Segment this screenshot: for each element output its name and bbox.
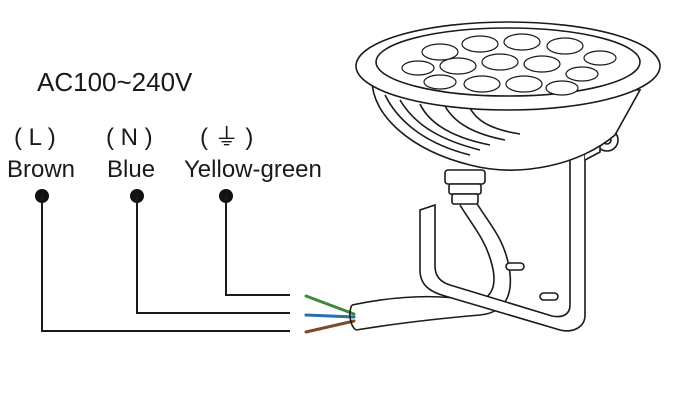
cable-gland <box>444 169 486 205</box>
wire-name-yellow-green: Yellow-green <box>184 156 322 183</box>
bracket-slot-top <box>505 262 525 271</box>
line-yellow-green <box>225 196 290 296</box>
wire-end-brown <box>304 319 356 334</box>
wire-end-blue <box>304 313 356 319</box>
wire-name-brown: Brown <box>7 156 75 183</box>
bracket-slot-bottom <box>539 292 559 301</box>
line-brown <box>41 196 290 332</box>
line-blue <box>136 196 290 314</box>
led-array <box>401 33 617 96</box>
wire-end-green <box>304 294 356 316</box>
voltage-label: AC100~240V <box>37 67 193 97</box>
wire-code-live: ( L ) <box>14 124 56 151</box>
wire-name-blue: Blue <box>107 156 155 183</box>
wire-code-earth: ( ⏚ ) <box>200 124 253 151</box>
wire-ends <box>304 294 356 334</box>
wire-code-neutral: ( N ) <box>106 124 153 151</box>
